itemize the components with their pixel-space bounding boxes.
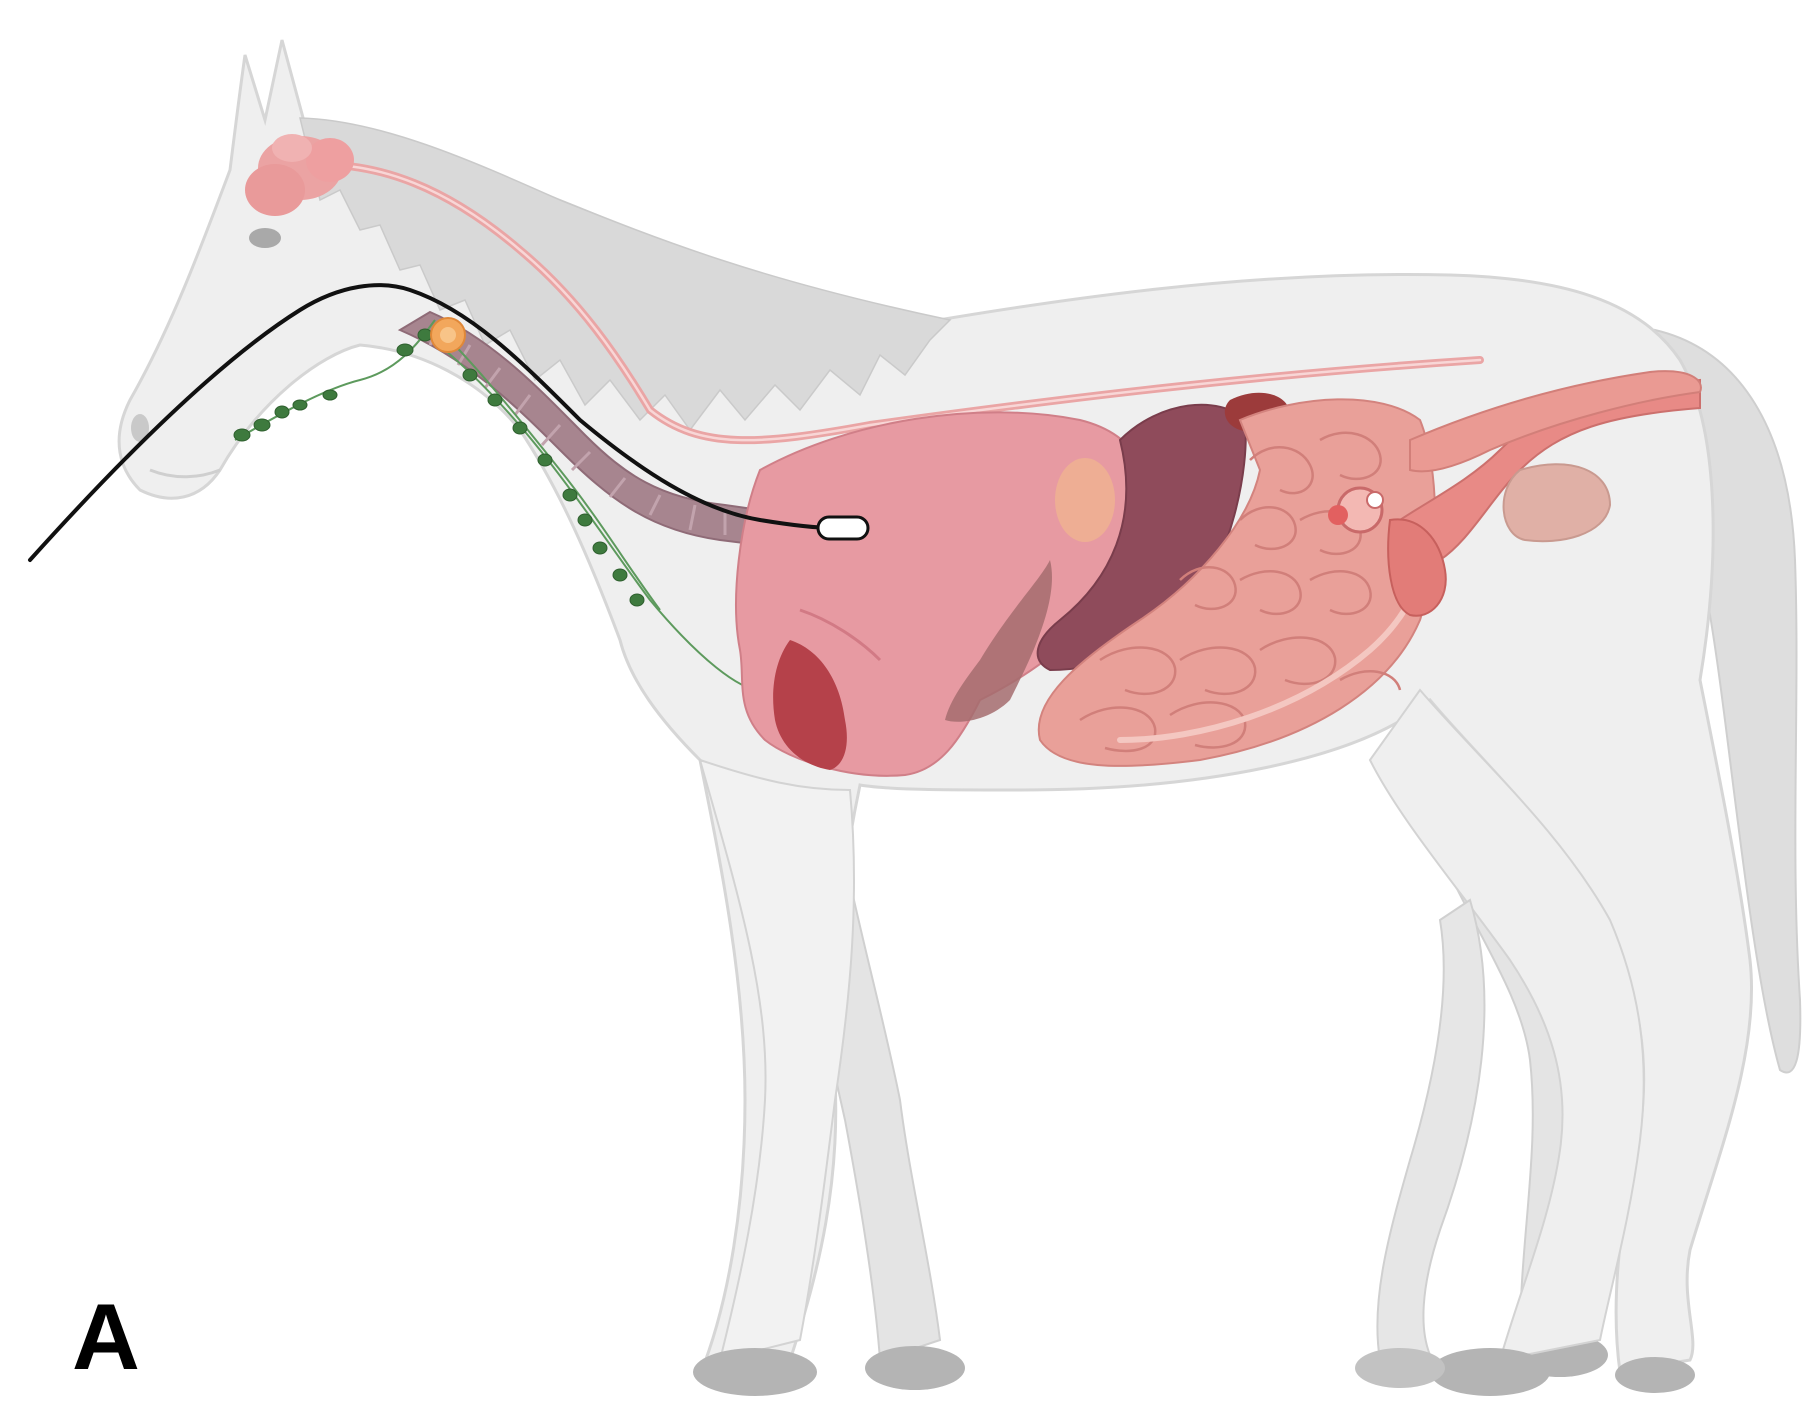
pharyngeal-node: [431, 318, 465, 352]
far-hind-lower: [1377, 900, 1484, 1360]
far-hind-hoof-2: [1355, 1348, 1445, 1388]
camera-capsule-icon: [818, 517, 868, 539]
horse-eye: [249, 228, 281, 248]
near-front-hoof: [693, 1348, 817, 1396]
near-hind-hoof: [1430, 1348, 1550, 1396]
far-front-hoof: [865, 1346, 965, 1390]
rear-hoof-tail-side: [1615, 1357, 1695, 1393]
panel-label: A: [72, 1290, 140, 1384]
pancreas: [1055, 458, 1115, 542]
